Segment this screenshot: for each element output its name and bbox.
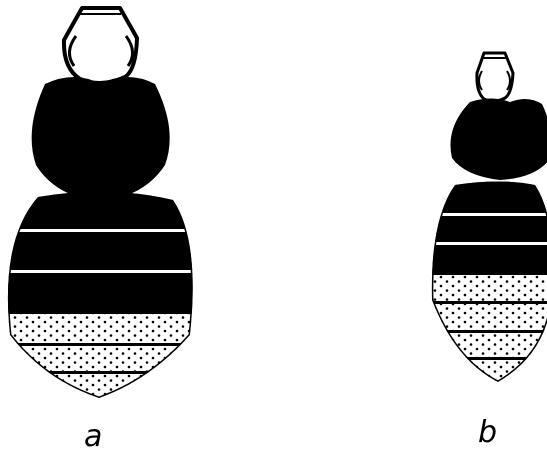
specimen-b-segment-3 — [420, 245, 547, 272]
specimen-a — [0, 8, 210, 404]
specimen-a-thorax — [32, 77, 170, 202]
specimen-b-segment-6 — [420, 333, 547, 357]
panel-label-b: b — [478, 418, 497, 448]
specimen-a-segment-6 — [0, 374, 210, 404]
panel-label-a: a — [84, 422, 102, 452]
specimen-b-segment-4 — [420, 275, 547, 301]
specimen-b — [420, 53, 547, 385]
specimen-a-segment-3 — [0, 273, 210, 311]
specimen-b-thorax — [450, 99, 547, 181]
specimen-a-segment-4 — [0, 314, 210, 343]
specimen-b-segment-2 — [420, 216, 547, 242]
specimen-b-head — [477, 53, 513, 101]
specimen-b-segment-1 — [420, 175, 547, 213]
specimen-a-segment-5 — [0, 346, 210, 371]
specimen-b-segment-5 — [420, 304, 547, 330]
specimen-b-abdomen — [420, 175, 547, 385]
specimen-a-segment-2 — [0, 232, 210, 270]
specimen-a-head — [64, 8, 137, 83]
